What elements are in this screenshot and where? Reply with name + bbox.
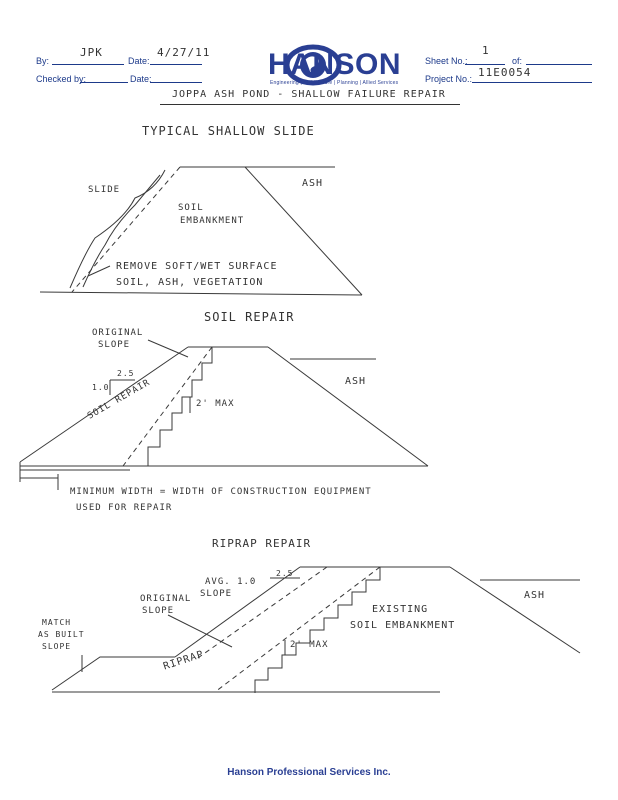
- avg-label-1: AVG. 1.0: [205, 577, 257, 587]
- of-underline: [526, 64, 592, 65]
- original-slope-2: [122, 346, 213, 467]
- project-value: 11E0054: [478, 66, 532, 79]
- title-underline: [160, 104, 460, 105]
- date2-underline: [150, 82, 202, 83]
- project-label: Project No.:: [425, 74, 473, 84]
- original-label-3a: ORIGINAL: [140, 594, 192, 604]
- date-underline: [150, 64, 202, 65]
- date2-label: Date:: [130, 74, 152, 84]
- avg-h-label: 2.5: [276, 569, 294, 578]
- slide-failure-2: [82, 174, 161, 288]
- ash-label-2: ASH: [345, 376, 367, 387]
- match-label-1: MATCH: [42, 618, 72, 627]
- original-label-2a: ORIGINAL: [92, 328, 144, 338]
- footer-company: Hanson Professional Services Inc.: [227, 767, 391, 778]
- ratio-h-label: 2.5: [117, 369, 135, 378]
- soil-label-1: SOIL: [178, 203, 204, 213]
- match-label-3: SLOPE: [42, 642, 72, 651]
- sketch2-heading: SOIL REPAIR: [204, 310, 295, 324]
- remove-label-1: REMOVE SOFT/WET SURFACE: [116, 261, 278, 272]
- date-label: Date:: [128, 56, 150, 66]
- by-label: By:: [36, 56, 50, 66]
- brand-tagline: Engineering | Architecture | Planning | …: [270, 80, 399, 86]
- sketch1-heading: TYPICAL SHALLOW SLIDE: [142, 124, 315, 138]
- sheet-label: Sheet No.:: [425, 56, 468, 66]
- remove-label-2: SOIL, ASH, VEGETATION: [116, 277, 264, 288]
- ratio-v-label: 1.0: [92, 383, 110, 392]
- original-leader-3: [167, 614, 233, 648]
- project-underline: [472, 82, 592, 83]
- embankment-label-1: EMBANKMENT: [180, 216, 245, 226]
- riprap-face: [174, 566, 301, 658]
- original-slope-3: [214, 566, 381, 693]
- sheet-title: JOPPA ASH POND - SHALLOW FAILURE REPAIR: [172, 89, 446, 100]
- date-value: 4/27/11: [157, 46, 211, 59]
- sheet-underline: [465, 64, 505, 65]
- avg-label-2: SLOPE: [200, 589, 233, 599]
- toe-3: [51, 656, 175, 691]
- bench-steps-2: [147, 347, 213, 466]
- checked-underline: [80, 82, 128, 83]
- remove-leader: [87, 265, 111, 277]
- bench-steps-3: [254, 567, 381, 693]
- checked-label: Checked by:: [36, 74, 87, 84]
- repair-slope-2: [19, 346, 189, 463]
- ash-label-1: ASH: [302, 178, 324, 189]
- ash-slope-1: [244, 166, 363, 296]
- ground-line-1: [39, 291, 363, 296]
- existing-label-1: EXISTING: [372, 604, 429, 615]
- ash-label-3: ASH: [524, 590, 546, 601]
- ash-slope-3: [449, 566, 581, 654]
- slide-label: SLIDE: [88, 185, 121, 195]
- slide-failure-1: [69, 169, 166, 289]
- max-label-2: 2' MAX: [196, 399, 235, 409]
- sheet-value: 1: [482, 44, 490, 57]
- min-width-label-2: USED FOR REPAIR: [76, 503, 173, 513]
- original-leader-2: [147, 339, 189, 358]
- brand-name: HANSON: [268, 48, 402, 81]
- by-value: JPK: [80, 46, 103, 59]
- hanson-globe-logo: [284, 44, 342, 86]
- original-label-2b: SLOPE: [98, 340, 131, 350]
- ash-slope-2: [267, 346, 429, 467]
- min-width-label-1: MINIMUM WIDTH = WIDTH OF CONSTRUCTION EQ…: [70, 487, 372, 497]
- sketch3-heading: RIPRAP REPAIR: [212, 537, 312, 550]
- by-underline: [52, 64, 124, 65]
- max-label-3: 2' MAX: [290, 640, 329, 650]
- existing-label-2: SOIL EMBANKMENT: [350, 620, 456, 631]
- original-label-3b: SLOPE: [142, 606, 175, 616]
- match-label-2: AS BUILT: [38, 630, 85, 639]
- of-label: of:: [512, 56, 523, 66]
